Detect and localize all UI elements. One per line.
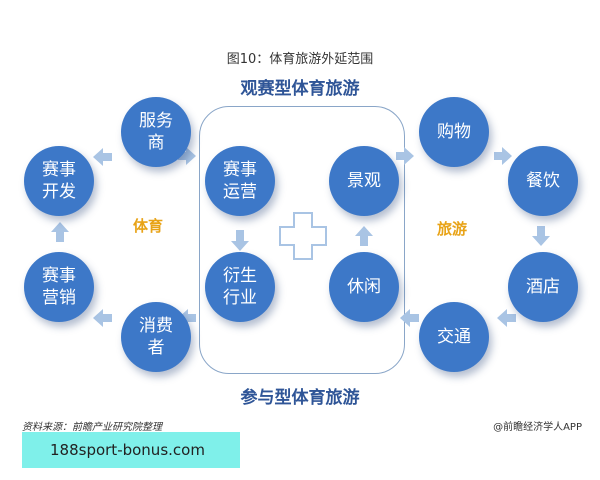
- node-event-development: 赛事 开发: [24, 146, 94, 216]
- arrow-derivative-to-consumer: [178, 309, 196, 327]
- arrow-leisure-to-scenery: [355, 226, 373, 246]
- node-transport: 交通: [419, 302, 489, 372]
- node-scenery: 景观: [329, 146, 399, 216]
- node-service-provider: 服务 商: [121, 97, 191, 167]
- participatory-sports-tourism-label: 参与型体育旅游: [240, 388, 360, 408]
- tourism-label: 旅游: [436, 220, 467, 238]
- source-note: 资料来源：前瞻产业研究院整理: [22, 422, 162, 433]
- arrow-hotel-to-transport: [497, 309, 516, 327]
- node-shopping: 购物: [419, 97, 489, 167]
- arrow-catering-to-hotel: [532, 226, 550, 246]
- arrow-scenery-to-shopping: [396, 147, 414, 165]
- node-derivative-industry: 衍生 行业: [205, 252, 275, 322]
- sports-label: 体育: [132, 217, 163, 235]
- cross-icon: [279, 212, 327, 260]
- arrow-dev-to-service: [93, 148, 112, 166]
- arrow-service-to-operation: [178, 147, 196, 165]
- url-banner-text: 188sport-bonus.com: [50, 441, 205, 459]
- figure-title: 图10：体育旅游外延范围: [226, 52, 374, 67]
- spectator-sports-tourism-label: 观赛型体育旅游: [240, 79, 360, 99]
- arrow-consumer-to-marketing: [93, 309, 112, 327]
- brand-note: @前瞻经济学人APP: [493, 422, 582, 433]
- arrow-shopping-to-catering: [494, 147, 512, 165]
- center-box: [199, 106, 405, 374]
- url-banner[interactable]: 188sport-bonus.com: [22, 432, 240, 468]
- arrow-transport-to-leisure: [400, 309, 419, 327]
- node-catering: 餐饮: [508, 146, 578, 216]
- arrow-operation-to-derivative: [231, 230, 249, 251]
- arrow-marketing-to-development: [51, 222, 69, 242]
- node-leisure: 休闲: [329, 252, 399, 322]
- node-hotel: 酒店: [508, 252, 578, 322]
- node-event-marketing: 赛事 营销: [24, 252, 94, 322]
- node-consumer: 消费 者: [121, 302, 191, 372]
- node-event-operation: 赛事 运营: [205, 146, 275, 216]
